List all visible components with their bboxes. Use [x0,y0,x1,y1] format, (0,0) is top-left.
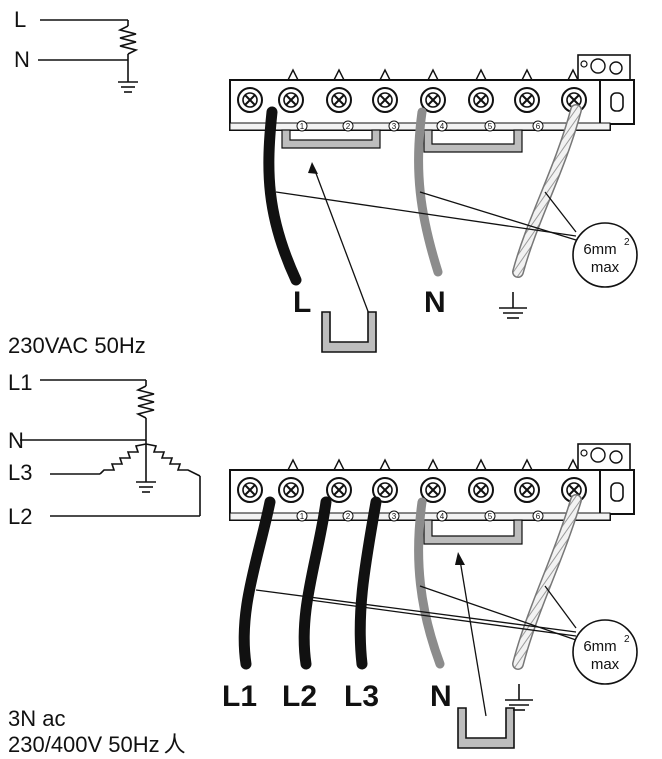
top-terminal-number: 6 [536,122,541,131]
bottom-supply-caption-line2: 230/400V 50Hz [8,732,160,757]
bottom-terminal-number: 2 [346,512,351,521]
svg-text:6mm: 6mm [583,241,616,258]
svg-text:6mm: 6mm [583,638,616,655]
bottom-cable-n [414,497,445,669]
bottom-wire-size-note: 6mm 2 max [572,619,638,685]
bottom-supply-l2-label: L2 [8,504,32,529]
bottom-terminal-number: 4 [440,512,445,521]
top-supply-l-label: L [14,7,26,32]
bottom-cable-label-n: N [430,680,452,713]
bottom-wire-size-exponent: 2 [624,634,630,645]
bottom-bridge-n [423,519,523,545]
bottom-supply-schematic [20,379,201,517]
top-earth-symbol [499,292,527,319]
bottom-terminal-block: 1 2 3 4 5 6 [229,443,635,522]
top-terminal-number: 3 [392,122,397,131]
top-wire-size-value: 6mm [583,241,616,258]
top-supply-schematic [38,19,139,93]
top-terminal-number: 4 [440,122,445,131]
top-supply-caption: 230VAC 50Hz [8,333,146,358]
bottom-supply-l3-label: L3 [8,460,32,485]
bottom-cable-earth [513,495,581,669]
bottom-earth-symbol [505,684,533,711]
top-cable-earth [513,105,581,277]
bottom-wire-size-value: 6mm [583,638,616,655]
bottom-jumper-symbol [457,707,515,749]
top-terminal-number: 1 [300,122,305,131]
top-wire-size-note: 6mm 2 max [572,222,638,288]
top-bridge-n [423,129,523,153]
bottom-supply-caption-line1: 3N ac [8,706,65,731]
top-terminal-number: 5 [488,122,493,131]
top-section: L N [8,7,638,358]
bottom-cable-label-l2: L2 [282,680,317,713]
star-connection-symbol: 人 [164,732,186,757]
bottom-terminal-number: 5 [488,512,493,521]
bottom-cable-label-l3: L3 [344,680,379,713]
bottom-terminal-number: 1 [300,512,305,521]
bottom-cable-l2 [298,496,332,670]
top-bridges [281,129,523,153]
bottom-pointer-lines [255,559,577,717]
top-cable-label-n: N [424,286,446,319]
top-jumper-symbol [321,311,377,353]
top-wire-size-exponent: 2 [624,237,630,248]
bottom-terminal-number: 3 [392,512,397,521]
top-bridge-l [281,129,381,149]
bottom-cable-l3 [354,496,382,670]
bottom-terminal-number: 6 [536,512,541,521]
top-cable-l [263,106,302,286]
bottom-cable-label-l1: L1 [222,680,257,713]
top-pointer-lines [275,167,577,323]
bottom-supply-l1-label: L1 [8,370,32,395]
top-terminal-number: 2 [346,122,351,131]
top-wire-size-max: max [591,259,620,276]
bottom-supply-n-label: N [8,428,24,453]
bottom-section: L1 N L3 L2 [8,370,638,757]
top-supply-n-label: N [14,47,30,72]
top-cable-label-l: L [293,286,311,319]
bottom-wire-size-max: max [591,656,620,673]
bottom-cable-l1 [238,496,276,670]
